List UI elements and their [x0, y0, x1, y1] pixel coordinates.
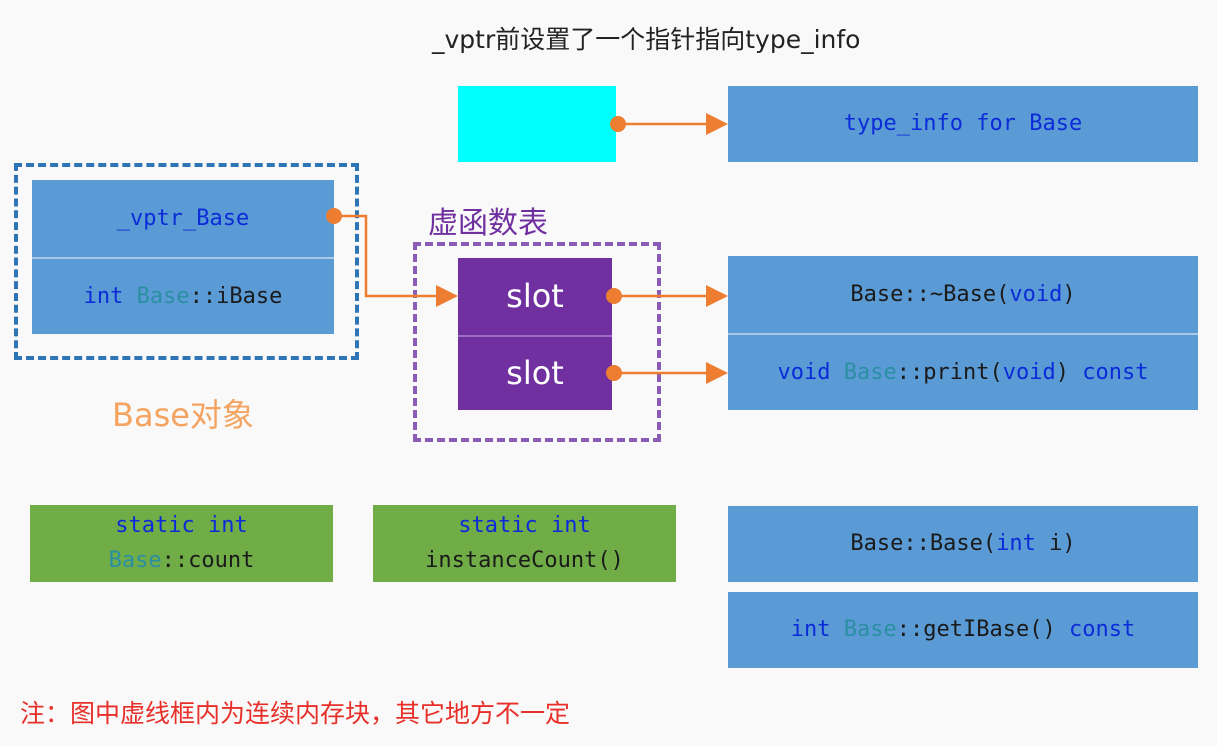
vptr-cell: _vptr_Base [32, 180, 334, 257]
print-function-box: void Base::print(void) const [728, 333, 1198, 410]
static-instance-count-decl: static int [458, 513, 591, 539]
base-object-label: Base对象 [112, 396, 254, 434]
get-ibase-return-type: int [790, 617, 831, 643]
print-close: ) [1055, 359, 1069, 385]
print-function-text: void Base::print(void) const [778, 355, 1149, 390]
ibase-member-cell: int Base::iBase [32, 257, 334, 334]
ibase-member-text: int Base::iBase [84, 279, 283, 314]
vtable-slot-2: slot [458, 335, 612, 410]
print-const: const [1082, 359, 1149, 385]
vtable-slot-2-label: slot [506, 353, 564, 392]
destructor-box: Base::~Base(void) [728, 256, 1198, 333]
destructor-suffix: ) [1062, 281, 1076, 307]
ibase-class: Base [136, 283, 190, 309]
print-param-type: void [1002, 359, 1056, 385]
constructor-param-type: int [996, 531, 1036, 557]
get-ibase-class: Base [843, 617, 897, 643]
get-ibase-const: const [1068, 617, 1136, 643]
static-count-member: ::count [161, 547, 255, 573]
static-instance-count-box: static int instanceCount() [373, 505, 676, 582]
ibase-type: int [83, 283, 124, 309]
constructor-text: Base::Base(int i) [850, 526, 1075, 561]
constructor-suffix: i) [1035, 531, 1076, 557]
vtable-label: 虚函数表 [428, 206, 548, 241]
static-instance-count-name: instanceCount() [425, 547, 624, 573]
static-count-name: Base::count [109, 544, 255, 578]
destructor-text: Base::~Base(void) [850, 277, 1075, 312]
get-ibase-box: int Base::getIBase() const [728, 592, 1198, 668]
print-name: ::print( [896, 359, 1003, 385]
vtable-frame [413, 242, 661, 442]
ibase-name: ::iBase [189, 283, 283, 309]
static-count-decl: static int [115, 513, 248, 539]
vtable-slot-1-label: slot [506, 276, 564, 315]
destructor-param-type: void [1009, 281, 1063, 307]
get-ibase-text: int Base::getIBase() const [791, 612, 1135, 647]
static-count-class: Base [108, 547, 162, 573]
type-info-box: type_info for Base [728, 86, 1198, 162]
type-info-label: type_info for Base [843, 111, 1083, 137]
static-count-box: static int Base::count [30, 505, 333, 582]
footnote: 注：图中虚线框内为连续内存块，其它地方不一定 [20, 699, 571, 728]
print-return-type: void [777, 359, 831, 385]
type-info-pointer-cell [458, 86, 616, 162]
vptr-label: _vptr_Base [116, 205, 250, 231]
arrow-typeinfo [610, 113, 728, 135]
constructor-prefix: Base::Base( [850, 531, 997, 557]
get-ibase-name: ::getIBase() [896, 617, 1056, 643]
vtable-slot-1: slot [458, 258, 612, 335]
print-class: Base [843, 359, 897, 385]
diagram-title: _vptr前设置了一个指针指向type_info [432, 25, 861, 54]
constructor-box: Base::Base(int i) [728, 506, 1198, 582]
destructor-prefix: Base::~Base( [850, 281, 1010, 307]
